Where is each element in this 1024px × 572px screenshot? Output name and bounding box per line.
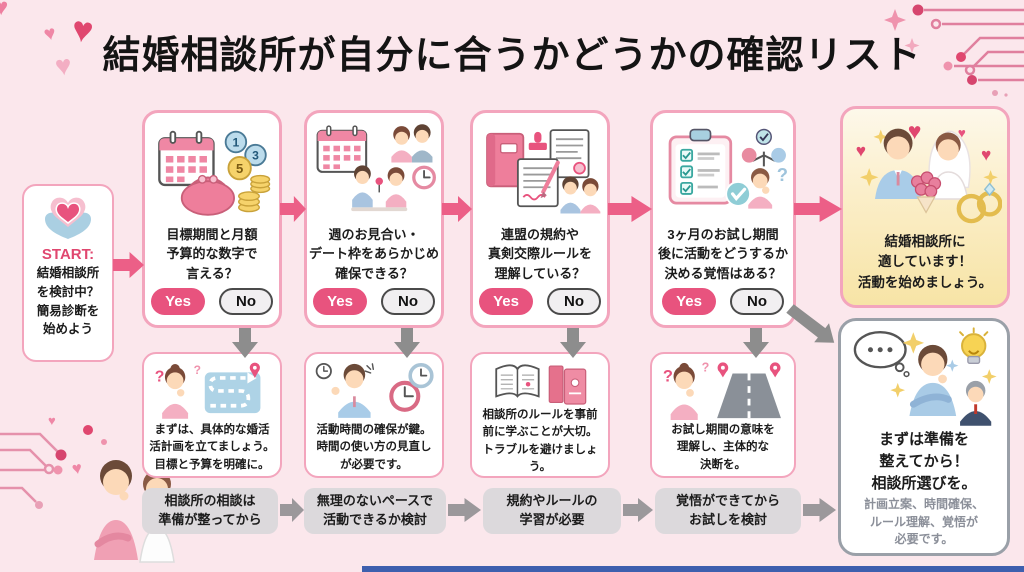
sparkle-icon (884, 9, 906, 31)
wedding-couple-illustration: ♥ ♥ ♥ ♥ (856, 118, 1003, 224)
sparkle-icon (981, 369, 997, 384)
advice-text: 相談所のルールを事前 前に学ぶことが大切。 トラブルを避けましょう。 (482, 409, 598, 473)
advice-card-3: 相談所のルールを事前 前に学ぶことが大切。 トラブルを避けましょう。 (470, 352, 610, 478)
sparkle-icon (983, 170, 998, 185)
advice-text: お試し期間の意味を 理解し、主体的な 決断を。 (671, 424, 775, 471)
conclusion-card: まずは準備を 整えてから！ 相談所選びを。 計画立案、時間確保、 ルール理解、覚… (838, 318, 1010, 556)
question-card-3: 連盟の規約や 真剣交際ルールを 理解している？ Yes No (470, 110, 610, 328)
circuit-decoration-icon (884, 4, 1024, 97)
thinking-woman-road-pins-illustration: ? ? (663, 361, 782, 420)
no-button[interactable]: No (381, 288, 435, 315)
advice-text: 活動時間の確保が鍵。 時間の使い方の見直し が必要です。 (316, 424, 432, 471)
summary-text: 無理のないペースで 活動できるか検討 (316, 493, 434, 527)
yes-button[interactable]: Yes (662, 288, 716, 315)
heart-icon: ♥ (981, 144, 991, 164)
advice-card-4: ? ? お試し期間の意味を 理解し、主体的な 決断を。 (650, 352, 796, 478)
summary-arrow-2-3 (448, 498, 481, 522)
heart-decoration-icon: ♥ (0, 0, 9, 21)
question-card-4: ? 3ヶ月のお試し期間 後に活動をどうするか 決める覚悟はある？ Yes No (650, 110, 796, 328)
flow-arrow-q1-to-q2 (280, 196, 306, 222)
coin-number: 1 (233, 136, 240, 150)
advice-card-2: 活動時間の確保が鍵。 時間の使い方の見直し が必要です。 (304, 352, 444, 478)
advice-card-1: ? ? まずは、具体的な婚活 活計画を立てましょう。 目標と予算を明確に。 (142, 352, 282, 478)
checklist-decision-person-illustration: ? (668, 128, 787, 209)
question-mark-glyph: ? (663, 367, 673, 385)
question-mark-glyph: ? (155, 369, 165, 386)
calendar-couples-clock-illustration (316, 124, 436, 212)
question-mark-glyph: ? (193, 363, 200, 377)
summary-text: 規約やルールの 学習が必要 (506, 493, 598, 527)
sparkle-icon (946, 359, 959, 372)
coin-number: 5 (236, 161, 243, 176)
no-button[interactable]: No (219, 288, 273, 315)
coin-number: 3 (253, 149, 260, 163)
no-arrow-down-q3 (560, 328, 586, 358)
success-card: ♥ ♥ ♥ ♥ 結婚相談所に 適しています！ 活動を始めましょう。 (840, 106, 1010, 308)
thinking-man-idea-consultant-illustration (853, 327, 997, 426)
open-book-books-illustration (495, 364, 587, 405)
question-text: 週のお見合い・ デート枠をあらかじめ 確保できる？ (308, 226, 439, 281)
calendar-purse-coins-illustration: 1 3 5 (158, 130, 271, 216)
flow-arrow-start-to-q1 (113, 252, 144, 278)
summary-text: 相談所の相談は 準備が整ってから (158, 493, 262, 527)
sparkle-icon (873, 129, 888, 145)
question-text: 連盟の規約や 真剣交際ルールを 理解している？ (487, 226, 592, 281)
question-text: 3ヶ月のお試し期間 後に活動をどうするか 決める覚悟はある？ (657, 226, 788, 281)
flow-arrow-q4-to-success (794, 196, 842, 222)
start-text: 結婚相談所 を検討中？ 簡易診断を 始めよう (36, 266, 100, 337)
summary-step-4: 覚悟ができてから お試しを検討 (655, 488, 801, 534)
flow-arrow-q2-to-q3 (442, 196, 472, 222)
no-arrow-down-q2 (394, 328, 420, 358)
heart-icon: ♥ (958, 125, 966, 140)
circuit-decoration-icon (0, 425, 107, 509)
summary-text: 覚悟ができてから お試しを検討 (675, 493, 780, 527)
advice-text: まずは、具体的な婚活 活計画を立てましょう。 目標と予算を明確に。 (149, 424, 275, 471)
arrow-to-conclusion (786, 304, 835, 343)
question-mark-glyph: ? (776, 164, 787, 185)
conclusion-title: まずは準備を 整えてから！ 相談所選びを。 (871, 431, 977, 492)
question-mark-glyph: ? (702, 361, 710, 375)
question-text: 目標期間と月額 予算的な数字で 言える？ (166, 226, 258, 281)
heart-icon: ♥ (856, 141, 866, 161)
flow-arrow-q3-to-q4 (608, 196, 652, 222)
start-node: START: 結婚相談所 を検討中？ 簡易診断を 始めよう (22, 184, 114, 362)
summary-step-3: 規約やルールの 学習が必要 (483, 488, 621, 534)
no-button[interactable]: No (730, 288, 784, 315)
sparkle-icon (904, 38, 920, 53)
summary-step-2: 無理のないペースで 活動できるか検討 (304, 488, 446, 534)
summary-arrow-3-4 (623, 498, 653, 522)
sparkle-icon (890, 382, 906, 398)
no-arrow-down-q4 (743, 328, 769, 358)
question-card-1: 1 3 5 目標期間と月額 予算的な数字で 言える？ Yes No (142, 110, 282, 328)
question-card-2: 週のお見合い・ デート枠をあらかじめ 確保できる？ Yes No (304, 110, 444, 328)
success-text: 結婚相談所に 適しています！ 活動を始めましょう。 (857, 234, 993, 290)
presenting-man-clocks-illustration (315, 363, 434, 418)
sparkle-icon (902, 332, 924, 354)
no-arrow-down-q1 (232, 328, 258, 358)
start-label: START: (41, 246, 95, 263)
rulebook-contract-couple-illustration (486, 129, 601, 214)
yes-button[interactable]: Yes (313, 288, 367, 315)
yes-button[interactable]: Yes (151, 288, 205, 315)
summary-arrow-1-2 (280, 498, 304, 522)
summary-arrow-4-conclusion (803, 498, 836, 522)
page-title: 結婚相談所が自分に合うかどうかの確認リスト (102, 35, 922, 77)
no-button[interactable]: No (547, 288, 601, 315)
conclusion-subtext: 計画立案、時間確保、 ルール理解、覚悟が 必要です。 (863, 497, 984, 547)
heart-decoration-icon: ♥ (48, 413, 56, 428)
bottom-bar-decoration (362, 566, 1024, 572)
sparkle-icon (859, 168, 879, 187)
summary-step-1: 相談所の相談は 準備が整ってから (142, 488, 278, 534)
thinking-woman-route-map-illustration: ? ? (155, 362, 261, 419)
yes-button[interactable]: Yes (479, 288, 533, 315)
heart-in-hands-icon (45, 197, 91, 239)
